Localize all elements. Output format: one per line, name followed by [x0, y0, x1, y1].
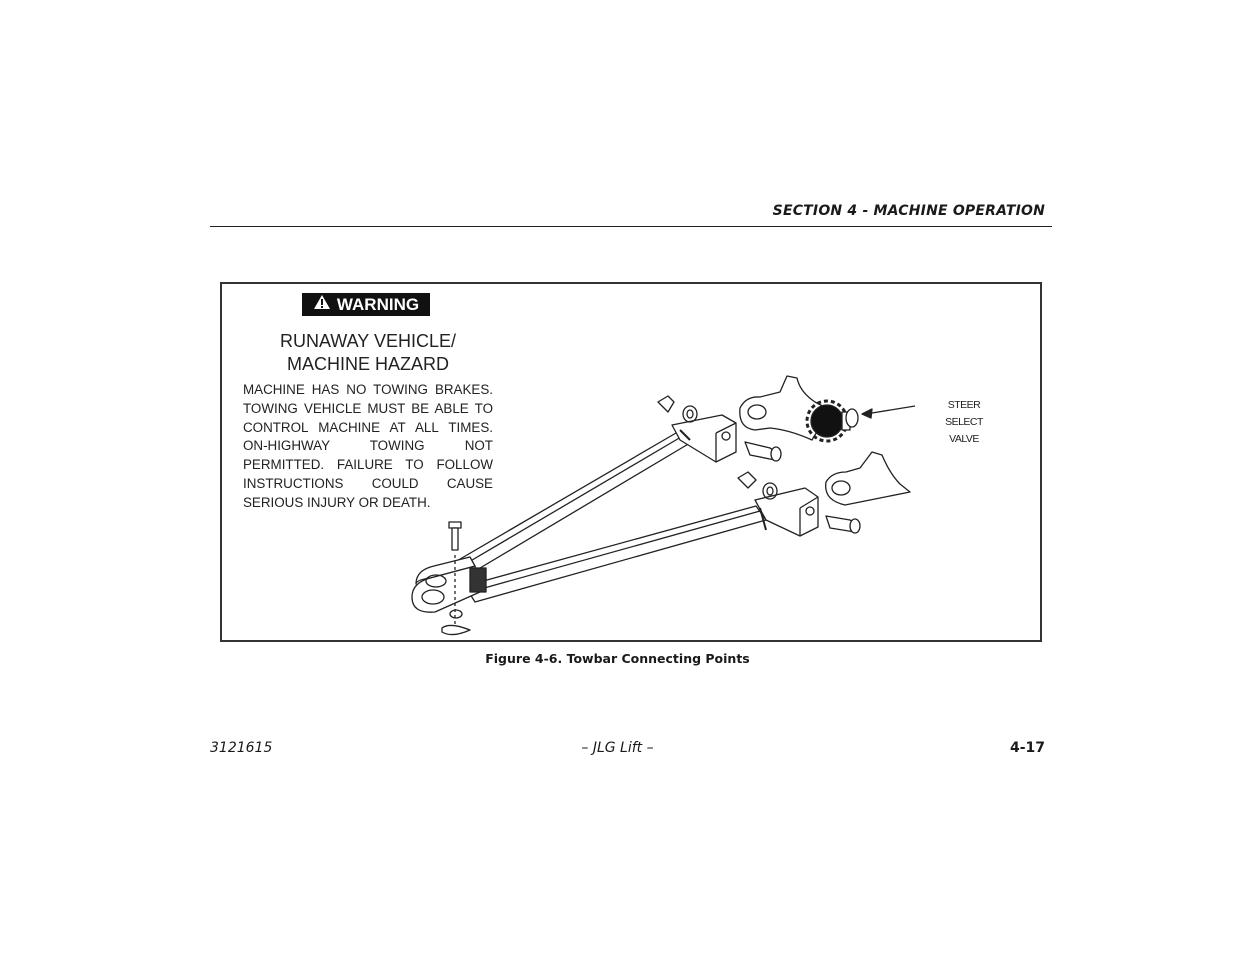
header-rule: [210, 226, 1052, 227]
steer-select-valve-callout: STEER SELECT VALVE: [928, 397, 1000, 448]
clevis-pin: [441, 521, 471, 636]
steer-select-valve-knob: [805, 399, 859, 443]
warning-triangle-icon: [313, 294, 331, 315]
section-title: SECTION 4 - MACHINE OPERATION: [772, 203, 1045, 219]
warning-badge-label: WARNING: [336, 294, 420, 314]
warning-badge: WARNING: [302, 293, 430, 316]
towbar-clevis: [411, 556, 487, 613]
callout-line2: VALVE: [949, 433, 979, 445]
upper-pin-set: [657, 395, 782, 462]
lower-pin-set: [737, 471, 861, 534]
hazard-body: MACHINE HAS NO TOWING BRAKES. TOWING VEH…: [243, 382, 493, 510]
lower-towbar-arm: [464, 487, 819, 603]
hazard-title: RUNAWAY VEHICLE/ MACHINE HAZARD: [242, 330, 494, 376]
callout-line1: STEER SELECT: [945, 399, 983, 428]
figure-caption: Figure 4-6. Towbar Connecting Points: [485, 651, 750, 666]
lower-mount-bracket: [824, 451, 911, 506]
page-number: 4-17: [1009, 740, 1045, 756]
hazard-title-line1: RUNAWAY VEHICLE/: [279, 331, 457, 351]
doc-number: 3121615: [210, 740, 273, 756]
hazard-title-line2: MACHINE HAZARD: [286, 354, 449, 374]
footer-brand: – JLG Lift –: [581, 740, 654, 756]
upper-towbar-arm: [454, 414, 737, 575]
figure-frame: [220, 282, 1042, 642]
